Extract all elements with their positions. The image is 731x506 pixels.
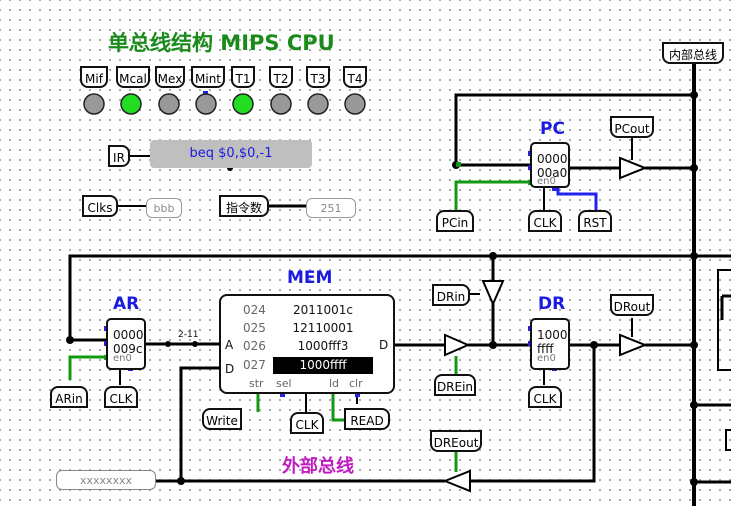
drin-pin[interactable]: DRin [432,284,470,306]
signal-mex[interactable]: Mex [155,66,185,88]
mem-addr-0: 024 [243,303,266,317]
mem-val-0: 2011001c [292,303,354,317]
signal-led-t4 [344,93,366,115]
dreout-buffer [442,469,471,493]
ar-enable-label: en0 [113,353,132,364]
pc-value-high: 0000 [537,152,568,166]
instr-count-probe: 251 [306,198,356,218]
clks-probe: bbb [146,198,182,218]
pc-rst-pin[interactable]: RST [578,210,612,232]
pc-title: PC [540,119,565,139]
mem-port-ld: ld [329,377,340,390]
ar-register: 0000 009c en0 [106,318,146,370]
clks-pin[interactable]: Clks [82,195,118,217]
ir-display: beq $0,$0,-1 [150,140,312,168]
mem-val-3-selected: 1000ffff [273,357,373,374]
signal-t1[interactable]: T1 [231,66,255,88]
mem-port-d-in: D [225,362,235,376]
mem-clk-pin[interactable]: CLK [290,412,324,434]
mem-port-d-out: D [379,338,389,352]
signal-led-t3 [307,93,329,115]
signal-led-mif [83,93,105,115]
drin-buffer [481,280,505,307]
ar-value-high: 0000 [113,328,144,342]
arin-pin[interactable]: ARin [50,386,88,408]
signal-t3[interactable]: T3 [306,66,330,88]
signal-mcal[interactable]: Mcal [116,66,150,88]
mem-val-2: 1000fff3 [297,339,349,353]
instr-count-pin[interactable]: 指令数 [219,195,269,217]
signal-t2[interactable]: T2 [269,66,293,88]
pc-clk-pin[interactable]: CLK [528,210,562,232]
dr-register: 1000 ffff en0 [530,318,570,370]
signal-led-t1 [232,93,254,115]
pcout-buffer [619,156,648,180]
mem-addr-2: 026 [243,339,266,353]
ar-title: AR [113,294,140,314]
signal-led-mcal [120,93,142,115]
dr-enable-label: en0 [537,353,556,364]
ar-value-low: 009c [113,342,143,356]
dreout-pin[interactable]: DREout [430,430,482,452]
mem-addr-1: 025 [243,321,266,335]
pc-value-low: 00a0 [537,166,568,180]
mem-write-pin[interactable]: Write [202,408,242,430]
mem-port-sel: sel [276,377,292,390]
drein-buffer [444,333,471,357]
ar-clk-pin[interactable]: CLK [104,386,138,408]
external-bus-probe: xxxxxxxx [56,470,156,490]
signal-led-t2 [270,93,292,115]
dr-value-low: ffff [537,342,554,356]
memory-block: 024 2011001c 025 12110001 026 1000fff3 0… [219,294,395,394]
signal-led-mint [195,93,217,115]
external-bus-title: 外部总线 [282,456,354,477]
signal-t4[interactable]: T4 [343,66,367,88]
dr-value-high: 1000 [537,328,568,342]
dr-clk-pin[interactable]: CLK [528,386,562,408]
pc-register: 0000 00a0 en0 [530,142,570,188]
drout-pin[interactable]: DRout [610,294,654,316]
drout-buffer [619,333,648,357]
pcin-pin[interactable]: PCin [436,210,474,232]
ir-pin[interactable]: IR [108,145,130,167]
drein-pin[interactable]: DREin [434,374,476,396]
signal-led-mex [158,93,180,115]
pcout-pin[interactable]: PCout [610,116,654,138]
mem-val-1: 12110001 [292,321,354,335]
pc-enable-label: en0 [537,176,556,187]
mem-port-clr: clr [349,377,363,390]
mem-addr-3: 027 [243,358,266,372]
mem-port-str: str [249,377,264,390]
ar-splitter-label: 2-11 [178,330,199,340]
mem-read-pin[interactable]: READ [344,408,390,430]
mem-title: MEM [287,268,333,288]
signal-mif[interactable]: Mif [80,66,108,88]
dr-title: DR [538,294,566,314]
internal-bus-pin: 内部总线 [662,42,724,64]
mem-port-a: A [225,338,234,352]
signal-mint[interactable]: Mint [191,66,225,88]
page-title: 单总线结构 MIPS CPU [108,31,335,55]
